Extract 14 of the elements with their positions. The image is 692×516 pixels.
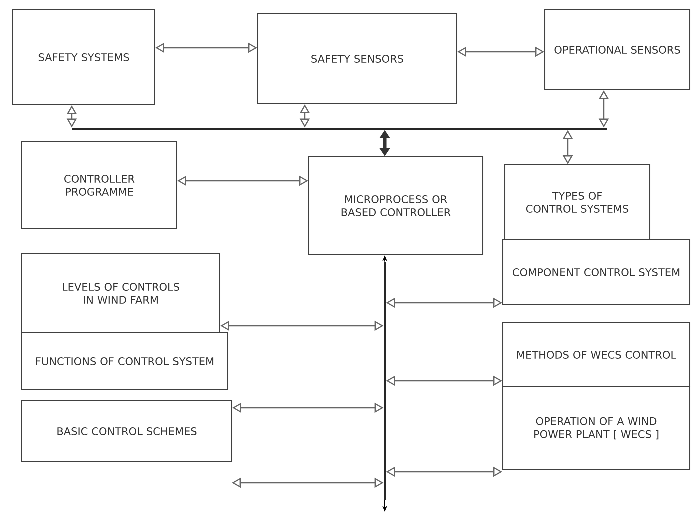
bus-line [72, 128, 607, 130]
block-box: SAFETY SYSTEMS [12, 10, 156, 106]
block-box: OPERATION OF A WIND POWER PLANT [ WECS ] [502, 386, 690, 470]
block-box: CONTROLLER PROGRAMME [22, 142, 178, 230]
block-box: LEVELS OF CONTROLS IN WIND FARM [22, 254, 220, 334]
block-box: BASIC CONTROL SCHEMES [22, 400, 232, 462]
bus-line [384, 262, 386, 500]
block-box: METHODS OF WECS CONTROL [502, 322, 690, 388]
block-box: MICROPROCESS OR BASED CONTROLLER [308, 156, 484, 256]
block-box: COMPONENT CONTROL SYSTEM [502, 240, 690, 306]
block-box: OPERATIONAL SENSORS [544, 10, 690, 90]
block-box: SAFETY SENSORS [258, 14, 458, 104]
block-box: FUNCTIONS OF CONTROL SYSTEM [22, 332, 228, 390]
block-box: TYPES OF CONTROL SYSTEMS [504, 164, 650, 240]
